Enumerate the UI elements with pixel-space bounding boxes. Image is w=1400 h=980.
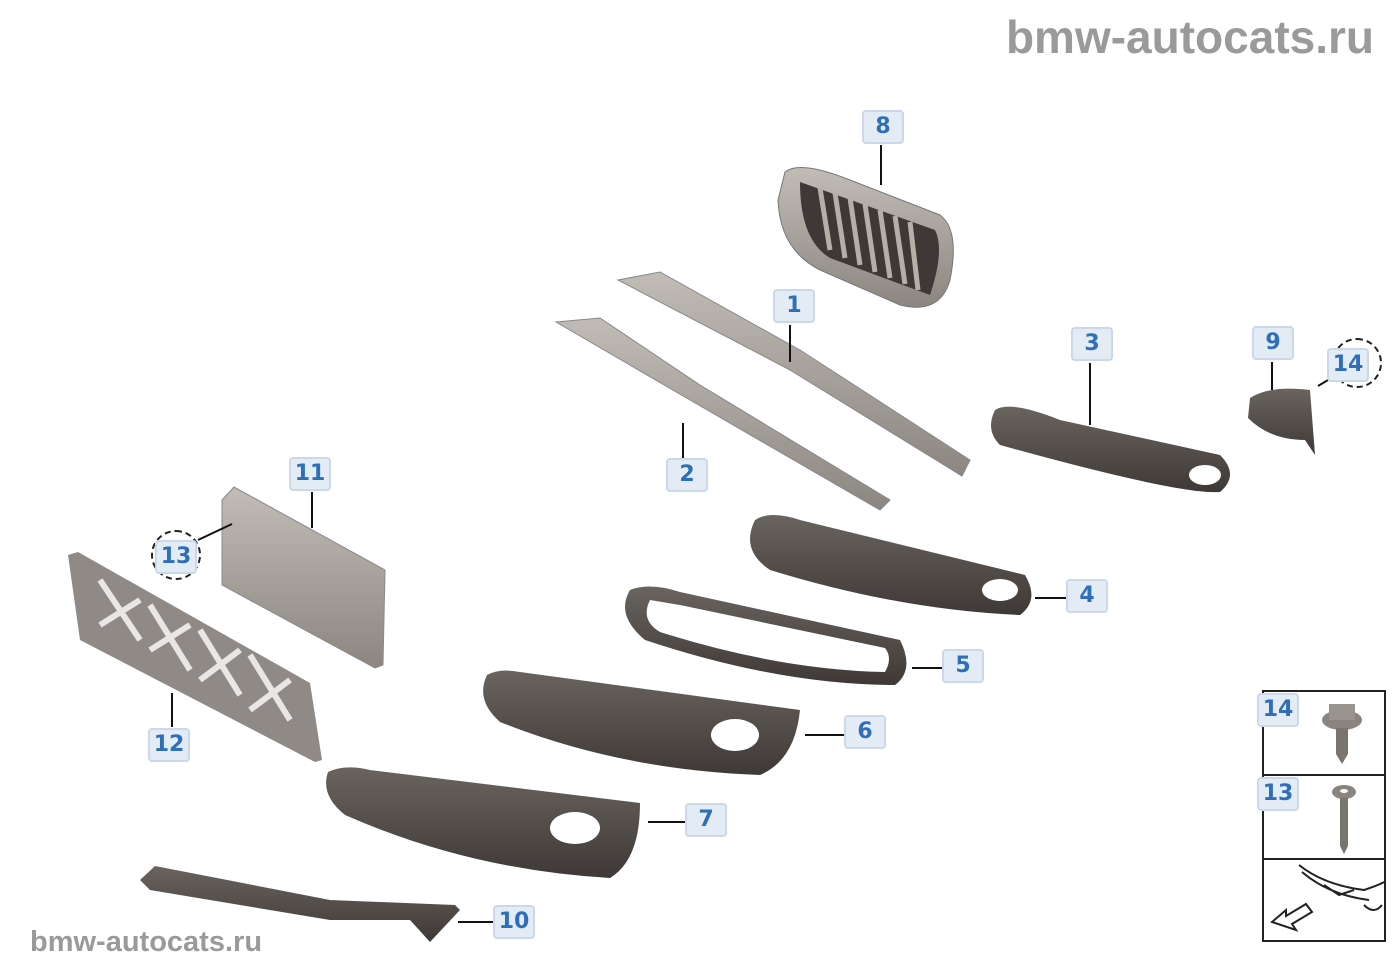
callout-12[interactable]: 12 (148, 728, 190, 762)
part-lower-trim-strip[interactable] (554, 317, 891, 511)
callout-11[interactable]: 11 (289, 457, 331, 491)
callout-9[interactable]: 9 (1252, 326, 1294, 360)
legend-cell-13[interactable] (1264, 776, 1384, 860)
pan-screw-icon (1332, 785, 1356, 854)
callout-4[interactable]: 4 (1066, 579, 1108, 613)
callout-circle-14: 14 (1327, 338, 1382, 388)
callout-8[interactable]: 8 (862, 110, 904, 144)
part-trim-frame-5[interactable] (625, 586, 907, 685)
callout-2[interactable]: 2 (666, 458, 708, 492)
part-lower-trim-10[interactable] (140, 866, 460, 942)
legend-label-13: 13 (1257, 777, 1299, 811)
callout-14[interactable]: 14 (1327, 348, 1369, 382)
callout-7[interactable]: 7 (685, 803, 727, 837)
callout-5[interactable]: 5 (942, 649, 984, 683)
part-bracket[interactable] (1248, 388, 1315, 455)
fastener-legend: 14 13 (1257, 690, 1386, 942)
callout-13[interactable]: 13 (155, 540, 197, 574)
hex-screw-icon (1322, 704, 1362, 764)
part-fog-grille-4[interactable] (750, 515, 1032, 615)
part-center-grille-mesh[interactable] (68, 552, 322, 762)
callout-1[interactable]: 1 (773, 289, 815, 323)
callout-10[interactable]: 10 (493, 905, 535, 939)
part-kidney-grille[interactable] (777, 167, 954, 308)
watermark-top: bmw-autocats.ru (1005, 11, 1374, 63)
watermark-bottom: bmw-autocats.ru (30, 926, 263, 958)
legend-cell-14[interactable] (1264, 692, 1384, 776)
part-license-plate-base[interactable] (221, 486, 386, 669)
callout-6[interactable]: 6 (844, 715, 886, 749)
front-bumper-location-icon (1270, 864, 1384, 932)
legend-label-14: 14 (1257, 693, 1299, 727)
callout-circle-13: 13 (151, 530, 201, 580)
part-fog-light-trim-right[interactable] (991, 406, 1230, 493)
part-upper-trim-strip[interactable] (616, 271, 971, 477)
legend-cell-location[interactable] (1264, 860, 1384, 940)
part-fog-grille-7[interactable] (326, 767, 640, 878)
callout-3[interactable]: 3 (1071, 327, 1113, 361)
part-fog-grille-6[interactable] (483, 670, 800, 775)
